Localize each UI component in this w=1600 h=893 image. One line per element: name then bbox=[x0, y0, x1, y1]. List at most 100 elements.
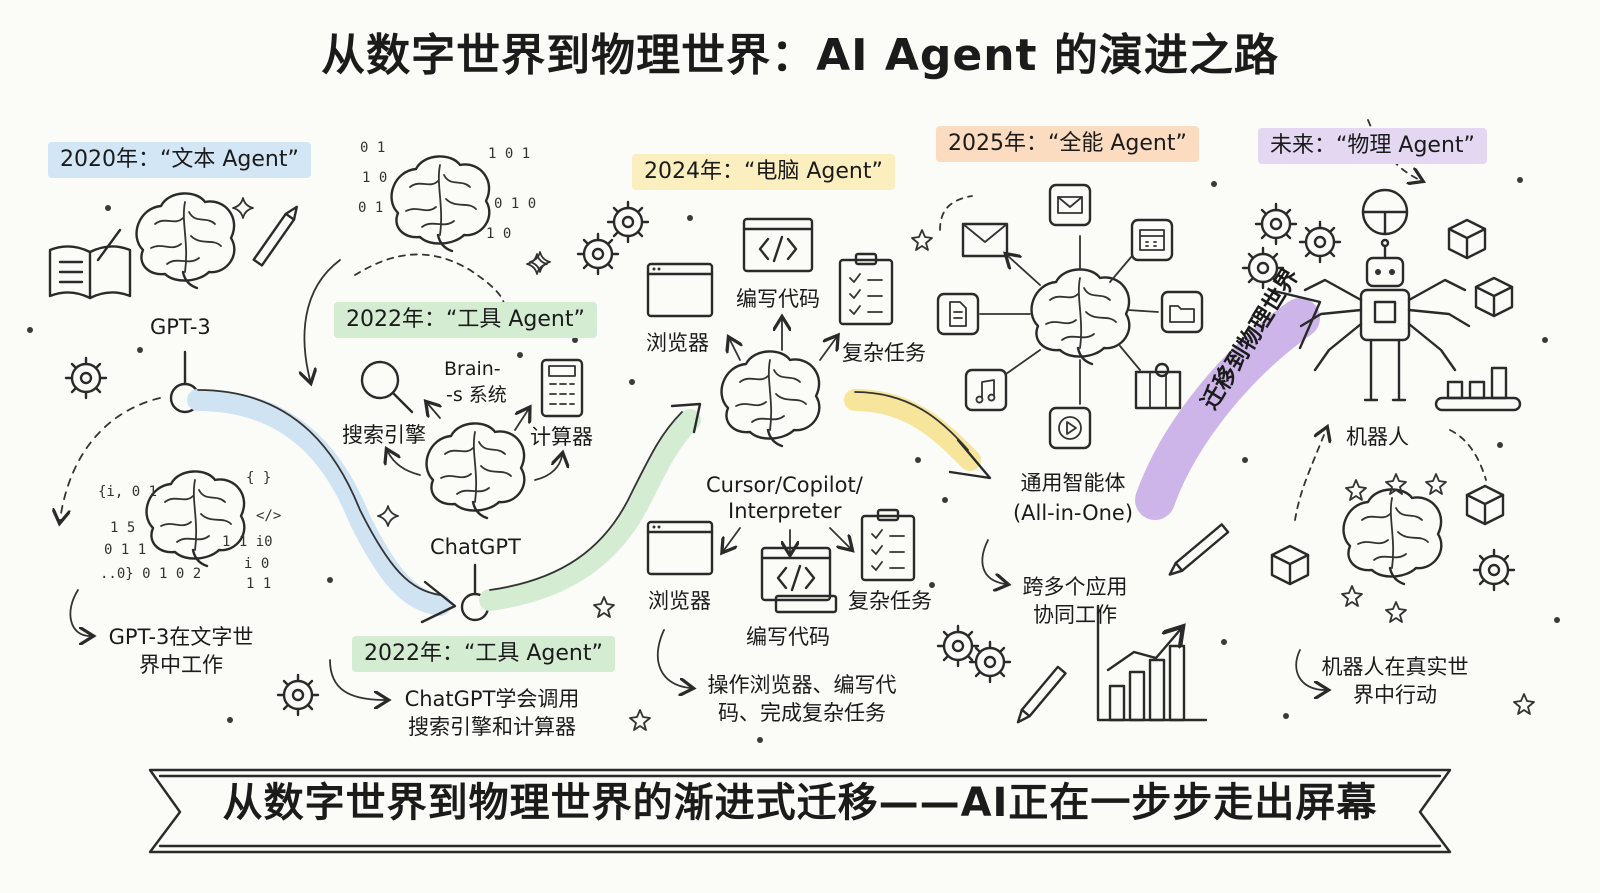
cube-icon bbox=[1447, 218, 1487, 260]
brain-label-line1: Brain- bbox=[444, 358, 501, 380]
stage-future-illustration bbox=[1241, 119, 1535, 715]
arrow-2024-to-2025 bbox=[844, 389, 981, 471]
magnifier-icon bbox=[360, 360, 414, 414]
cube-icon bbox=[1270, 544, 1310, 586]
folder-icon bbox=[1160, 290, 1204, 334]
pencil-icon bbox=[1168, 523, 1230, 576]
star-icon bbox=[1385, 601, 1407, 623]
code-window-icon bbox=[742, 217, 814, 273]
page-title: 从数字世界到物理世界：AI Agent 的演进之路 bbox=[321, 30, 1279, 81]
tag-2020: 2020年：“文本 Agent” bbox=[48, 142, 311, 178]
binary-text: 0 1 0 bbox=[494, 196, 537, 212]
caption-2020-line1: GPT-3在文字世 bbox=[108, 625, 254, 649]
star-icon bbox=[911, 229, 933, 251]
gear-icon bbox=[576, 232, 620, 276]
brain-icon-2024 bbox=[720, 350, 821, 448]
brain-icon-2022 bbox=[425, 422, 526, 520]
stage-2025-illustration bbox=[911, 183, 1230, 724]
sparkle-icon bbox=[232, 197, 254, 219]
conveyor-icon bbox=[1434, 366, 1522, 412]
star-icon bbox=[1345, 479, 1367, 501]
envelope-icon bbox=[961, 222, 1009, 258]
label-code-top: 编写代码 bbox=[736, 287, 820, 311]
caption-2022-line1: ChatGPT学会调用 bbox=[404, 687, 580, 711]
calendar-icon bbox=[1130, 218, 1174, 262]
bottom-banner-text: 从数字世界到物理世界的渐进式迁移——AI正在一步步走出屏幕 bbox=[222, 780, 1378, 826]
tag-2025: 2025年：“全能 Agent” bbox=[936, 126, 1199, 162]
mail-icon bbox=[1048, 183, 1092, 227]
document-icon bbox=[936, 292, 980, 336]
play-icon bbox=[1048, 406, 1092, 450]
keyboard-icon bbox=[774, 594, 838, 614]
tag-2022-top: 2022年：“工具 Agent” bbox=[334, 302, 597, 338]
model-label-cursor-line2: Interpreter bbox=[728, 499, 842, 523]
binary-text: 1 1 i0 bbox=[222, 534, 273, 550]
music-icon bbox=[964, 368, 1008, 412]
tag-future: 未来：“物理 Agent” bbox=[1258, 128, 1487, 164]
gear-icon bbox=[1472, 548, 1516, 592]
calculator-icon bbox=[540, 358, 584, 418]
binary-text: i 0 bbox=[244, 556, 270, 572]
model-label-gpt3: GPT-3 bbox=[150, 315, 211, 339]
stage-2020-illustration bbox=[48, 192, 320, 717]
sparkle-icon bbox=[377, 505, 399, 527]
caption-2025-line1: 跨多个应用 bbox=[1022, 575, 1128, 599]
binary-text: 1 1 bbox=[246, 576, 272, 592]
brain-binary-icon bbox=[390, 155, 491, 253]
binary-text: 1 5 bbox=[110, 520, 136, 536]
code-window-icon-2 bbox=[760, 546, 832, 602]
binary-text: 0 1 1 bbox=[104, 542, 147, 558]
binary-text: 1 0 bbox=[486, 226, 512, 242]
brain-robot-icon bbox=[1342, 488, 1443, 586]
star-icon bbox=[629, 709, 651, 731]
model-label-general-agent-line1: 通用智能体 bbox=[1020, 471, 1126, 495]
caption-2020-line2: 界中工作 bbox=[139, 653, 223, 677]
caption-2024-line2: 码、完成复杂任务 bbox=[718, 701, 886, 725]
bar-chart-icon bbox=[1096, 604, 1208, 722]
binary-text: { } bbox=[246, 470, 272, 486]
tag-2024: 2024年：“电脑 Agent” bbox=[632, 154, 895, 190]
checklist-icon bbox=[838, 252, 894, 326]
binary-text: 1 0 bbox=[362, 170, 388, 186]
label-robot: 机器人 bbox=[1346, 425, 1409, 449]
cube-icon bbox=[1465, 484, 1505, 526]
model-label-chatgpt: ChatGPT bbox=[430, 535, 521, 559]
label-browser-top: 浏览器 bbox=[646, 331, 709, 355]
binary-text: 0 1 bbox=[360, 140, 386, 156]
caption-2025-line2: 协同工作 bbox=[1033, 603, 1117, 627]
stage-2022-illustration bbox=[304, 155, 584, 700]
pencil-icon bbox=[252, 205, 298, 267]
star-icon bbox=[593, 596, 615, 618]
open-book-icon bbox=[48, 228, 132, 300]
star-icon bbox=[1513, 693, 1535, 715]
brain-code-icon bbox=[145, 470, 246, 568]
stage-2024-illustration bbox=[526, 200, 916, 731]
checklist-icon-2 bbox=[860, 508, 916, 582]
gear-icon bbox=[1298, 220, 1342, 264]
browser-window-icon-2 bbox=[646, 520, 714, 576]
gear-icon-small bbox=[64, 356, 108, 400]
cube-icon bbox=[1474, 276, 1514, 318]
arrow-2022-to-2024 bbox=[479, 409, 701, 611]
model-label-general-agent-line2: (All-in-One) bbox=[1012, 501, 1134, 525]
model-label-cursor-line1: Cursor/Copilot/ bbox=[706, 473, 863, 497]
gear-icon bbox=[968, 640, 1012, 684]
banner-ribbon bbox=[148, 768, 1452, 854]
star-icon bbox=[1341, 585, 1363, 607]
label-search-engine: 搜索引擎 bbox=[342, 423, 426, 447]
caption-future-line1: 机器人在真实世 bbox=[1321, 655, 1469, 679]
decorative-dots bbox=[27, 153, 1560, 743]
brain-hub-icon bbox=[1030, 268, 1131, 366]
label-task-bottom: 复杂任务 bbox=[848, 589, 932, 613]
binary-text: 0 1 bbox=[358, 200, 384, 216]
brain-icon bbox=[135, 192, 236, 290]
brain-label-line2: -s 系统 bbox=[446, 384, 507, 406]
binary-text: </> bbox=[256, 508, 282, 524]
caption-2024-line1: 操作浏览器、编写代 bbox=[707, 673, 897, 697]
star-icon bbox=[1425, 473, 1447, 495]
arrow-2020-to-2022-head bbox=[420, 580, 457, 624]
caption-2022-line2: 搜索引擎和计算器 bbox=[408, 715, 576, 739]
caption-future-line2: 界中行动 bbox=[1353, 683, 1437, 707]
gear-icon bbox=[606, 200, 650, 244]
